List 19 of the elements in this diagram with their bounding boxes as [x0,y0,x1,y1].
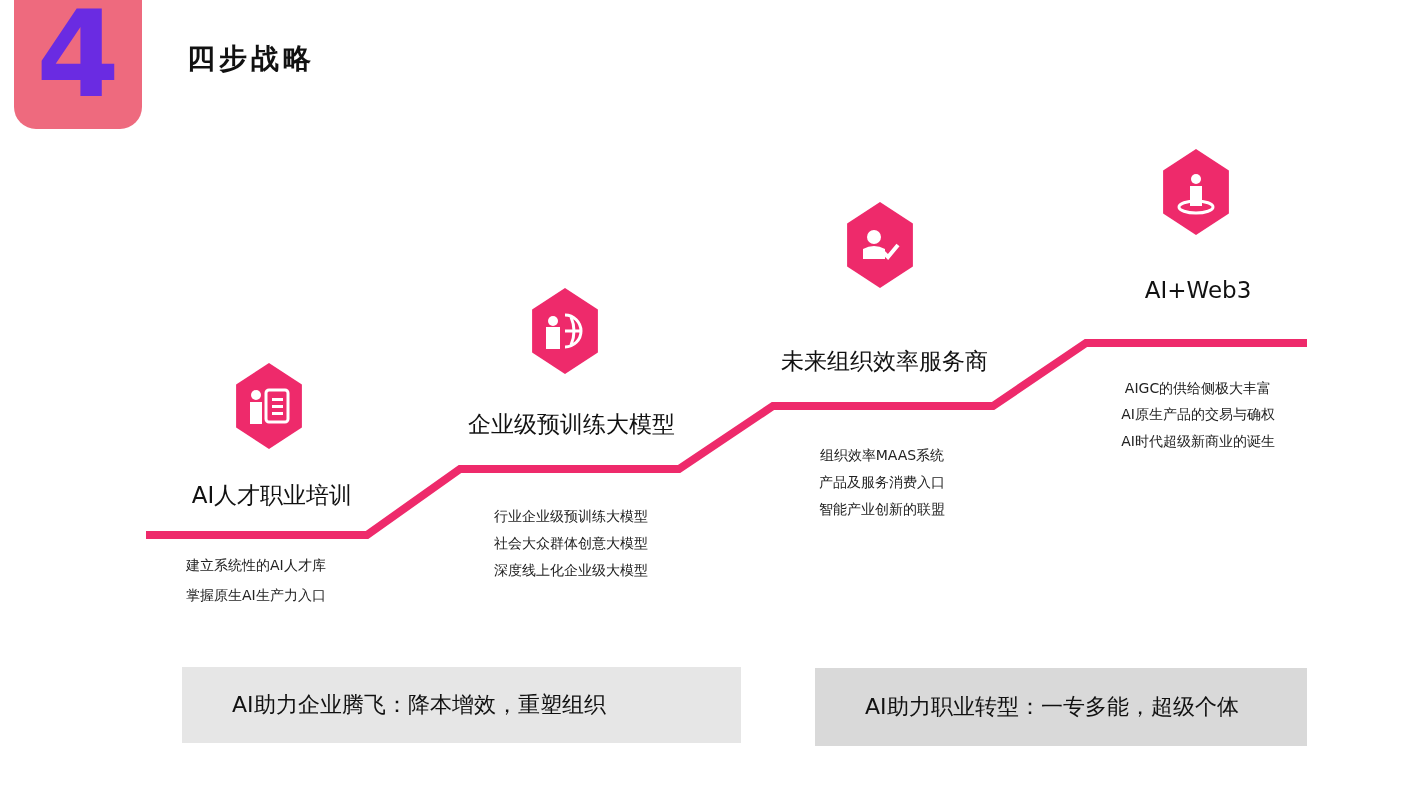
step-text: 掌握原生AI生产力入口 [186,587,326,605]
step-text: 产品及服务消费入口 [819,474,945,492]
step-text: 行业企业级预训练大模型 [494,508,648,526]
step-text: 社会大众群体创意大模型 [494,535,648,553]
step-heading: AI+Web3 [1144,277,1252,303]
title: 四步战略 [187,41,315,77]
step-text: 组织效率MAAS系统 [819,447,945,465]
banner-box: AI助力企业腾飞：降本增效，重塑组织 [182,667,741,743]
step-text: AI时代超级新商业的诞生 [1121,433,1275,451]
step-heading: AI人才职业培训 [191,480,353,510]
step-text: 建立系统性的AI人才库 [186,557,326,575]
step-heading: 企业级预训练大模型 [467,409,675,439]
step-text: 智能产业创新的联盟 [819,501,945,519]
step-text: AI原生产品的交易与确权 [1121,406,1275,424]
step-text: AIGC的供给侧极大丰富 [1124,380,1272,398]
banner-box: AI助力职业转型：一专多能，超级个体 [815,668,1307,746]
number-badge: 4 [14,0,142,129]
step-heading: 未来组织效率服务商 [780,346,988,376]
step-text: 深度线上化企业级大模型 [494,562,648,580]
